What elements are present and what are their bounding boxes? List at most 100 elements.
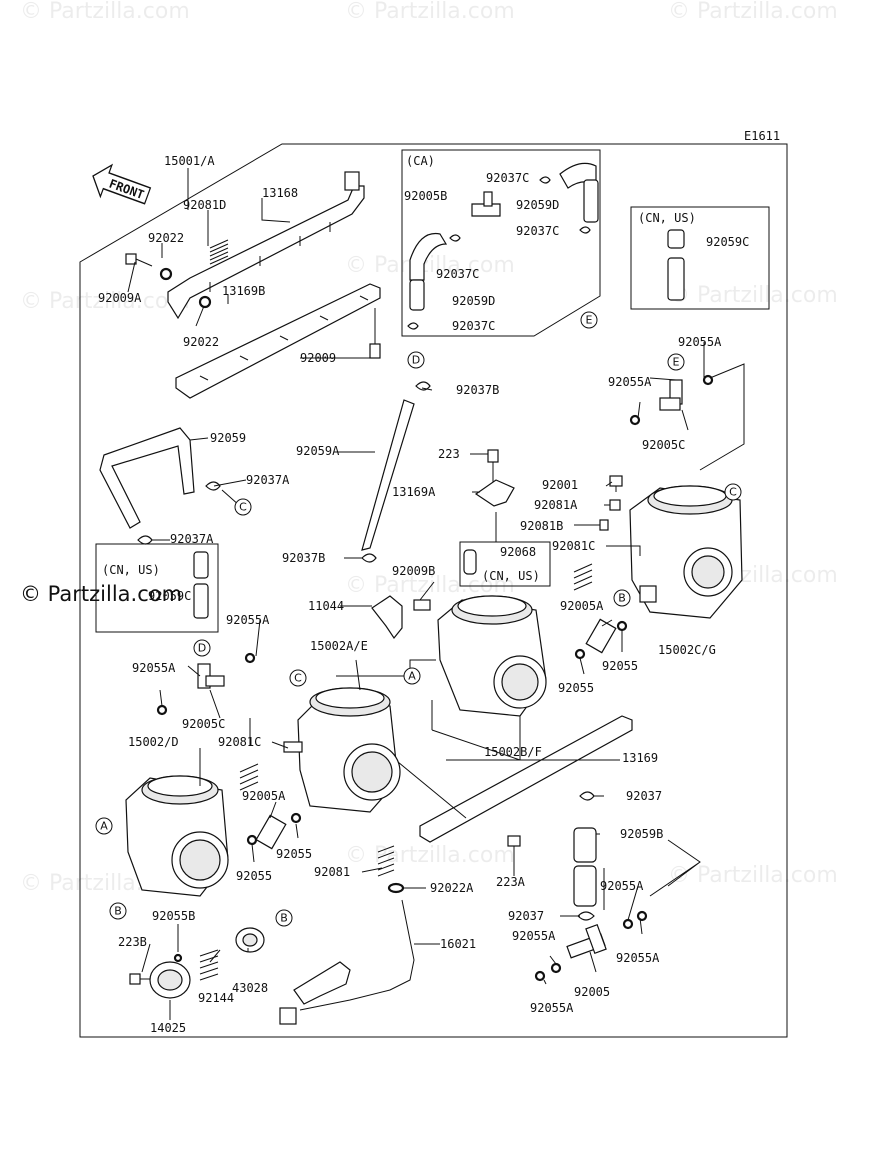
spring-92081B [599, 519, 609, 531]
label-15002BF: 15002B/F [484, 745, 542, 759]
ring-92055A [534, 970, 546, 982]
bracket-11044 [371, 595, 431, 640]
label-92055A: 92055A [226, 613, 270, 627]
washer-92022 [198, 295, 212, 309]
bolt-223A [507, 835, 521, 858]
label-16021: 16021 [440, 937, 476, 951]
carburetor-15002CG [629, 485, 743, 619]
fitting-92005C [659, 379, 683, 411]
box-92068 [459, 541, 551, 587]
label-92037B: 92037B [456, 383, 499, 397]
label-223: 223 [438, 447, 460, 461]
label-92059C: 92059C [706, 235, 749, 249]
watermark: © Partzilla.com [668, 863, 838, 888]
cn-us-box-right [630, 206, 770, 310]
connector-markers: D E E C C B A D C A B B [95, 311, 742, 927]
washer-92022A [387, 882, 405, 894]
label-15002D: 15002/D [128, 735, 179, 749]
connector-a: A [408, 670, 416, 683]
label-92081: 92081 [314, 865, 350, 879]
watermark: © Partzilla.com [345, 843, 515, 868]
cover-14025 [149, 961, 191, 999]
label-223A: 223A [496, 875, 526, 889]
ring-92055A [636, 910, 648, 922]
label-92001: 92001 [542, 478, 578, 492]
clip-92037A [205, 481, 221, 491]
watermark: © Partzilla.com [668, 283, 838, 308]
label-92005B: 92005B [404, 189, 447, 203]
label-92005C: 92005C [642, 438, 685, 452]
label-92005C: 92005C [182, 717, 225, 731]
label-92037C: 92037C [452, 319, 495, 333]
label-92022A: 92022A [430, 881, 474, 895]
ca-hoses [407, 162, 599, 330]
ring-92055A [622, 918, 634, 930]
label-92055: 92055 [236, 869, 272, 883]
connector-c: C [239, 501, 247, 514]
label-15002AE: 15002A/E [310, 639, 368, 653]
label-92081B: 92081B [520, 519, 563, 533]
connector-e: E [586, 314, 593, 327]
label-92037C: 92037C [486, 171, 529, 185]
label-11044: 11044 [308, 599, 344, 613]
connector-b: B [280, 912, 288, 925]
label-92055A: 92055A [616, 951, 660, 965]
label-15002CG: 15002C/G [658, 643, 716, 657]
label-92055: 92055 [276, 847, 312, 861]
label-92055: 92055 [602, 659, 638, 673]
fitting-92005 [566, 923, 607, 959]
label-92005: 92005 [574, 985, 610, 999]
clip-92037B [361, 553, 377, 563]
label-92037: 92037 [508, 909, 544, 923]
ring-92055A [156, 704, 168, 716]
spring-92081D [209, 239, 229, 265]
fuel-rail-13169B [175, 283, 381, 399]
label-92059C: 92059C [148, 589, 191, 603]
bolt-92009 [369, 308, 381, 359]
label-92059: 92059 [210, 431, 246, 445]
label-92059D: 92059D [516, 198, 559, 212]
label-92022: 92022 [183, 335, 219, 349]
watermark: © Partzilla.com [20, 289, 190, 314]
ring-92055 [574, 648, 586, 660]
label-92005A: 92005A [560, 599, 604, 613]
spring-92144 [199, 949, 219, 981]
label-13169B: 13169B [222, 284, 265, 298]
spring-92081C [573, 563, 593, 591]
label-92055: 92055 [558, 681, 594, 695]
label-92037C: 92037C [516, 224, 559, 238]
label-92005A: 92005A [242, 789, 286, 803]
screw-223B [129, 973, 150, 985]
label-92009: 92009 [300, 351, 336, 365]
cn-us-box-left [95, 543, 219, 633]
carburetor-15002BF [437, 595, 547, 717]
connector-b: B [618, 592, 626, 605]
diagram-code: E1611 [744, 129, 780, 143]
spring-92081 [377, 845, 395, 877]
clip-92037 [579, 791, 595, 801]
connector-e: E [673, 356, 680, 369]
carburetor-15002AE [283, 687, 401, 813]
front-arrow-icon: FRONT [92, 163, 152, 205]
label-92055A: 92055A [132, 661, 176, 675]
connector-d: D [198, 642, 206, 655]
hose-92059C [667, 229, 685, 301]
bolt-92009A [125, 253, 153, 267]
label-13169A: 13169A [392, 485, 436, 499]
screw-92001 [609, 475, 623, 492]
ca-box [401, 149, 601, 337]
ring-92055 [616, 620, 628, 632]
ring-92055A [629, 414, 641, 426]
connector-b: B [114, 905, 122, 918]
watermark: © Partzilla.com [20, 0, 190, 24]
label-92009B: 92009B [392, 564, 435, 578]
connector-a: A [100, 820, 108, 833]
label-92037B: 92037B [282, 551, 325, 565]
label-92059A: 92059A [296, 444, 340, 458]
label-92037: 92037 [626, 789, 662, 803]
ring-92055A [244, 652, 256, 664]
bracket-13169A [474, 449, 515, 507]
watermark: © Partzilla.com [345, 0, 515, 24]
label-92081A: 92081A [534, 498, 578, 512]
